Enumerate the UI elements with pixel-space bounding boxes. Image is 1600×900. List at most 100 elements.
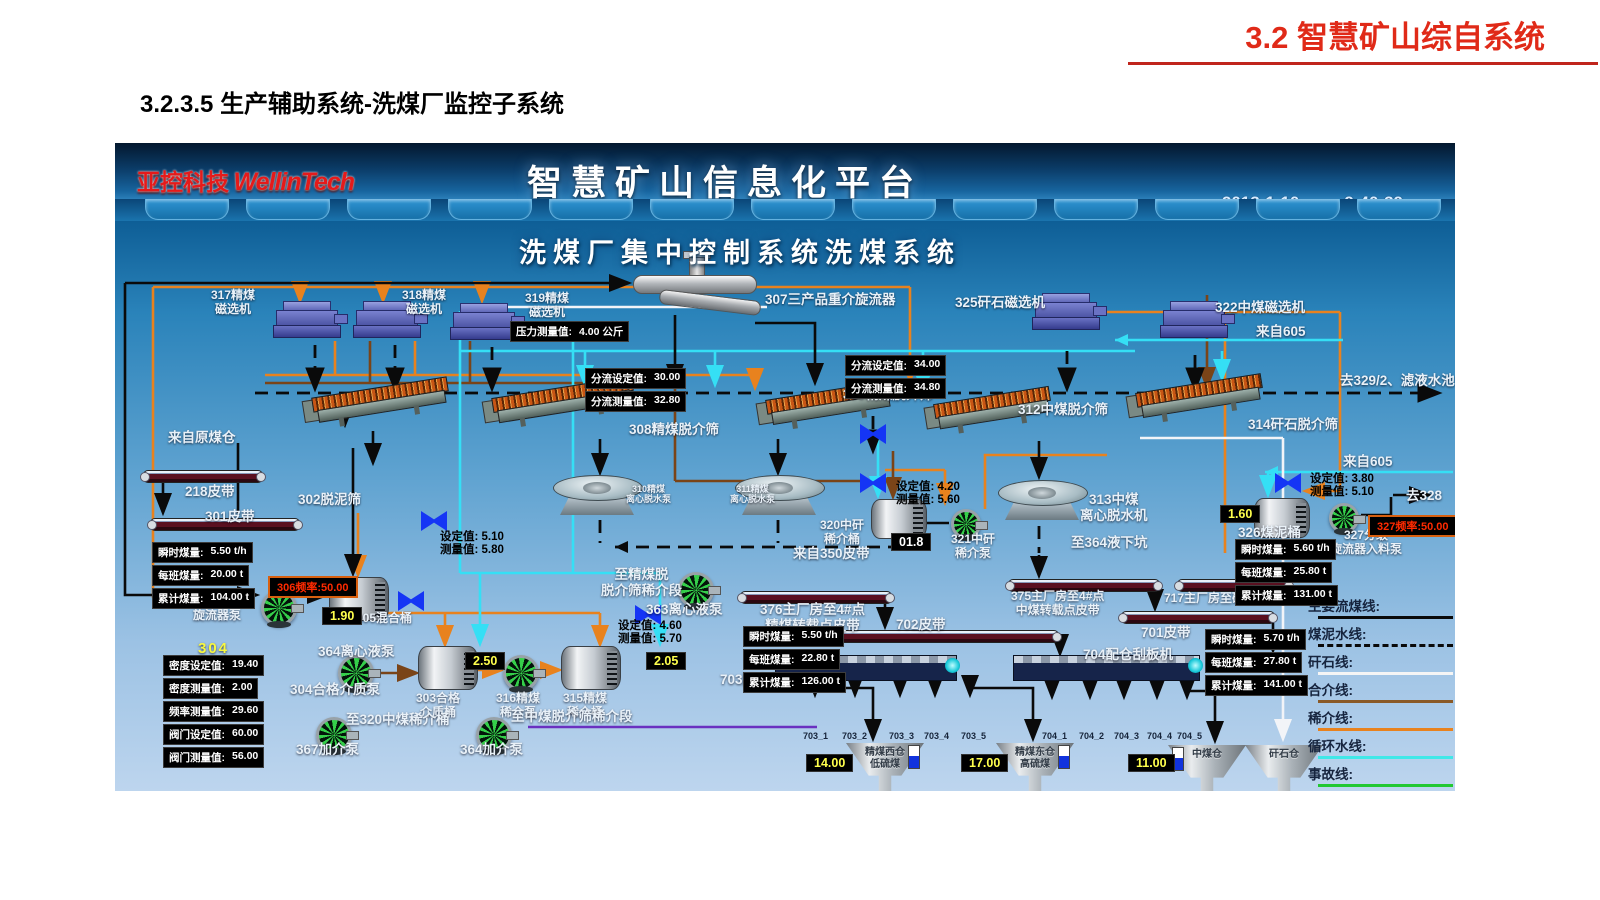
label-315-tank: 315精煤 稀介桶 [563,691,608,719]
nav-tab-4[interactable] [448,199,532,220]
nav-tab-13[interactable] [1357,199,1441,220]
field-label: 每班煤量: [749,654,795,666]
databox-row: 每班煤量:20.00 t [152,565,250,586]
pump[interactable] [503,655,546,693]
label-to-364-pit: 至364液下坑 [1071,535,1148,550]
scraper-conveyor[interactable] [1013,655,1203,681]
dewatering-screen[interactable] [301,376,450,432]
label-to-medium-coal-screen: 至中煤脱介筛稀介段 [511,709,633,724]
scada-header: 亚控科技 WellinTech 智慧矿山信息化平台 2013-1-10 9:40… [115,143,1455,221]
valve[interactable] [860,424,886,444]
nav-tab-1[interactable] [145,199,229,220]
tank[interactable] [561,646,621,690]
field-value: 60.00 [232,727,259,739]
databox-row: 累计煤量:131.00 t [1235,585,1339,606]
tank[interactable] [871,499,927,539]
legend-line-sample [1318,616,1453,619]
nav-tab-8[interactable] [852,199,936,220]
field-label: 瞬时煤量: [1211,634,1257,646]
level-326[interactable]: 1.60 [1220,505,1261,523]
legend-label: 合介线: [1308,683,1353,698]
scada-panel: 亚控科技 WellinTech 智慧矿山信息化平台 2013-1-10 9:40… [115,143,1455,791]
belt-conveyor[interactable] [1005,579,1163,592]
nav-tab-6[interactable] [650,199,734,220]
nav-tab-12[interactable] [1256,199,1340,220]
field-label: 瞬时煤量: [1241,544,1287,556]
nav-tab-9[interactable] [953,199,1037,220]
label-704-scraper: 704配仓刮板机 [1083,647,1174,662]
legend-label: 矸石线: [1308,655,1353,670]
label-321-pump: 321中矸 稀介泵 [951,532,996,560]
three-product-cyclone[interactable] [633,251,763,321]
valve[interactable] [1275,473,1301,493]
label-364-centrifugal-pump: 364离心液泵 [318,644,395,659]
legend-item-3: 矸石线: [1308,651,1455,675]
valve[interactable] [398,591,424,611]
centrifuge[interactable] [998,480,1088,522]
field-label: 每班煤量: [158,570,204,582]
field-value: 19.40 [232,658,259,670]
valve[interactable] [421,511,447,531]
level-bunker-west[interactable]: 14.00 [806,754,854,772]
field-label: 压力测量值: [516,326,572,338]
pump[interactable] [1329,503,1366,535]
pump[interactable] [338,655,381,693]
level-bunker-middlings[interactable]: 11.00 [1128,754,1175,772]
nav-tab-5[interactable] [549,199,633,220]
level-315[interactable]: 2.05 [646,652,687,670]
field-value: 25.80 t [1293,565,1327,577]
field-value: 32.80 [654,394,681,406]
legend-item-4: 合介线: [1308,679,1455,703]
bunker-label: 矸石仓 [1269,749,1299,760]
label-311-centrifuge: 311精煤 离心脱水泵 [730,484,776,505]
centrifuge[interactable] [553,475,643,517]
valve[interactable] [860,473,886,493]
label-from-350-belt: 来自350皮带 [793,546,870,561]
databox-row: 每班煤量:22.80 t [743,649,841,670]
field-label: 阀门测量值: [169,752,225,764]
label-304-title: 304 [198,640,230,657]
databox-pressure[interactable]: 压力测量值:4.00 公斤 [510,321,630,344]
nav-tab-2[interactable] [246,199,330,220]
belt-conveyor[interactable] [140,470,266,483]
nav-tab-10[interactable] [1054,199,1138,220]
belt-conveyor[interactable] [1118,611,1278,624]
magnetic-separator[interactable] [353,301,428,341]
nav-tab-7[interactable] [751,199,835,220]
legend-line-sample [1318,728,1453,731]
databox-row: 累计煤量:126.00 t [743,672,847,693]
pump[interactable] [476,717,519,755]
bunker-label: 精煤东仓 高硫煤 [1015,747,1055,770]
nav-tab-3[interactable] [347,199,431,220]
pump[interactable] [316,717,359,755]
level-bunker-east[interactable]: 17.00 [961,754,1009,772]
level-303[interactable]: 2.50 [465,652,506,670]
level-305[interactable]: 1.90 [322,607,363,625]
legend-line-sample [1318,672,1453,675]
label-chute-703-3: 703_3 [889,731,915,741]
pump[interactable] [678,572,721,610]
legend-item-6: 循环水线: [1308,735,1455,759]
magnetic-separator[interactable] [450,303,525,343]
dewatering-screen[interactable] [1125,373,1264,426]
pump[interactable] [951,509,988,541]
freq-327[interactable]: 327频率:50.00 [1368,515,1455,537]
magnetic-separator[interactable] [273,301,348,341]
magnetic-separator[interactable] [1032,293,1107,333]
freq-306[interactable]: 306频率:50.00 [268,576,358,598]
label-belt-702: 702皮带 [896,617,946,632]
databox-row: 分流设定值:30.00 [585,368,687,389]
field-label: 分流设定值: [591,373,647,385]
level-320[interactable]: 01.8 [891,533,932,551]
magnetic-separator[interactable] [1160,301,1235,341]
nav-tab-11[interactable] [1155,199,1239,220]
field-value: 29.60 [232,704,259,716]
setpoint-320: 设定值: 4.20 测量值: 5.60 [896,481,960,507]
